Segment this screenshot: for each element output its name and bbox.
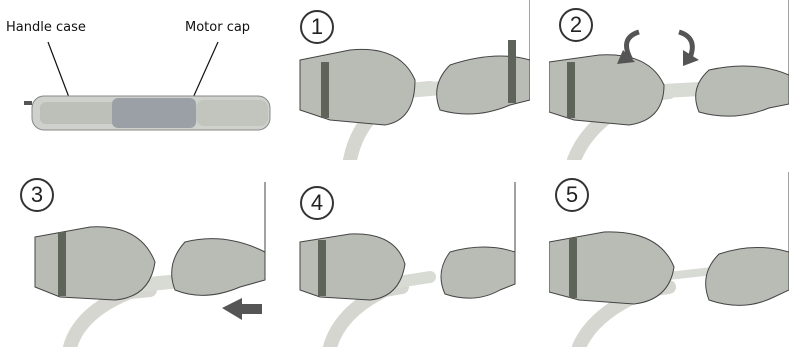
motor-cap-leader-line — [192, 42, 218, 100]
left-glove — [549, 232, 674, 304]
step-4-panel: 4 — [290, 172, 530, 347]
left-glove — [35, 227, 155, 300]
cable-stub — [24, 101, 32, 105]
right-glove — [441, 182, 515, 298]
step-1-badge: 1 — [300, 10, 334, 44]
overview-panel: Handle case Motor cap — [0, 0, 275, 150]
step-5-panel: 5 — [549, 172, 789, 347]
right-glove — [706, 172, 789, 305]
motor-cap — [112, 98, 196, 128]
step-3-panel: 3 — [0, 172, 275, 347]
handle-illustration — [0, 0, 275, 150]
handle-case-leader-line — [48, 42, 70, 100]
nozzle-end — [196, 100, 268, 126]
step-2-badge: 2 — [559, 8, 593, 42]
step-5-badge: 5 — [555, 178, 589, 212]
pull-left-arrow-icon — [222, 298, 262, 320]
left-glove — [300, 49, 415, 125]
right-glove — [172, 182, 265, 295]
step-1-panel: 1 — [290, 0, 530, 160]
right-glove — [696, 0, 789, 116]
step-4-badge: 4 — [300, 186, 334, 220]
left-glove — [549, 55, 664, 125]
step-2-panel: 2 — [549, 0, 789, 160]
left-glove — [300, 234, 405, 300]
grip-texture — [40, 102, 120, 124]
step-3-badge: 3 — [20, 178, 54, 212]
